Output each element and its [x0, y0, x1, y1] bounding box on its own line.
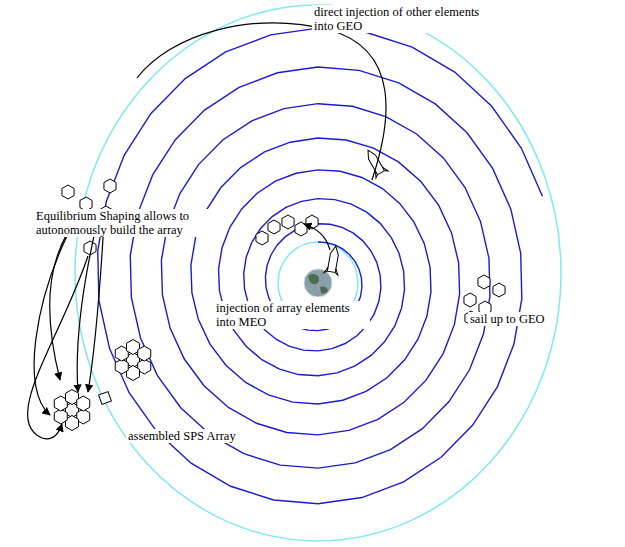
launcher: [362, 147, 388, 178]
earth: [304, 269, 332, 297]
annotation: assembled SPS Array: [126, 429, 238, 443]
geo-orbit: [75, 5, 561, 541]
spiral-trajectory: [98, 28, 543, 504]
annotation: direct injection of other elements into …: [312, 5, 501, 33]
annotation: sail up to GEO: [468, 312, 547, 326]
annotation: injection of array elements into MEO: [214, 301, 370, 329]
launcher: [324, 245, 343, 275]
assembled-array: [54, 340, 150, 431]
flight-arrows: [28, 23, 386, 439]
module-block: [99, 392, 112, 405]
annotation: Equilibrium Shaping allows to autonomous…: [34, 209, 216, 237]
